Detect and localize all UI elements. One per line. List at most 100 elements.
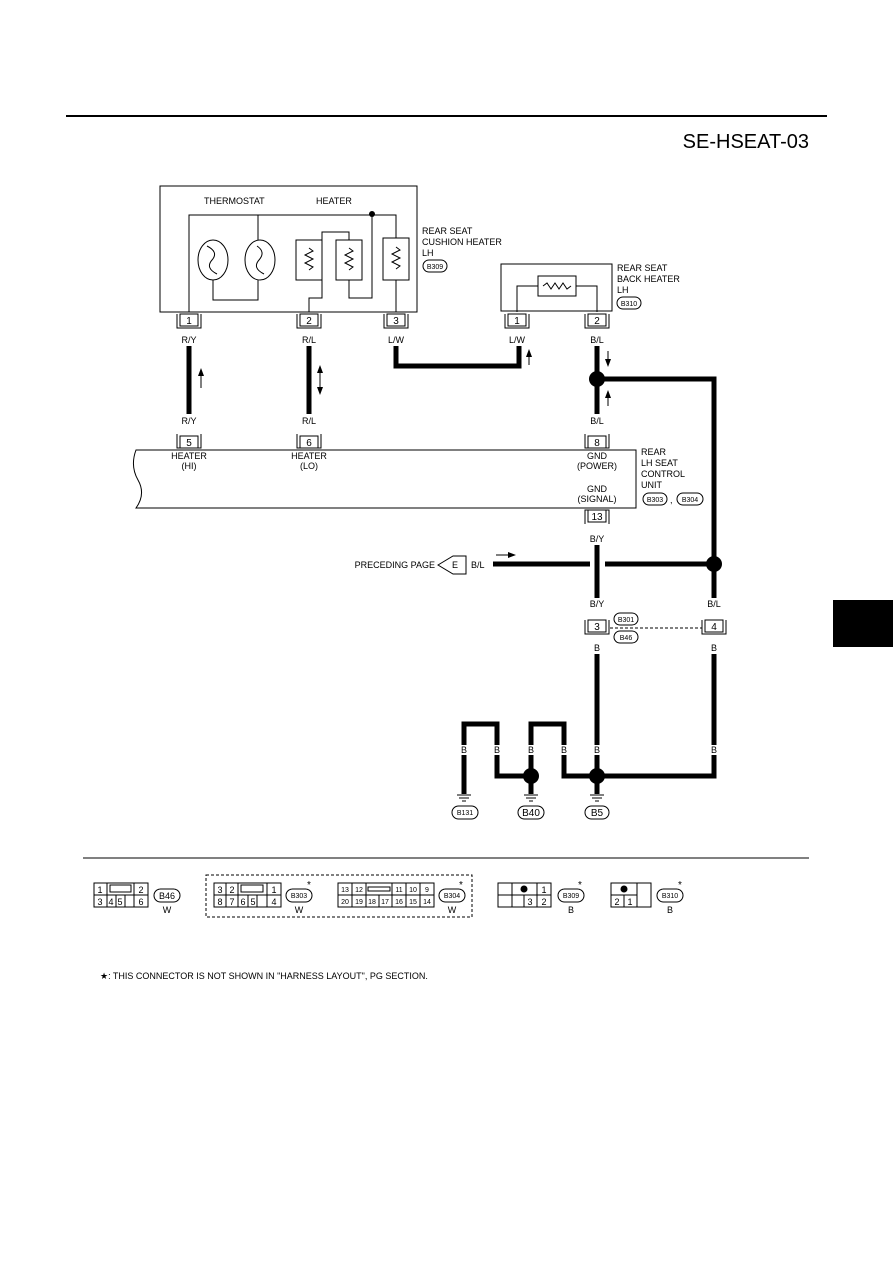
- connector-cell: 3: [97, 897, 102, 907]
- connector-cell: 20: [341, 899, 349, 906]
- connector-cell: 14: [423, 899, 431, 906]
- wire-color: B/L: [590, 416, 604, 426]
- control-unit-name: REAR: [641, 447, 667, 457]
- wire-color: B: [528, 745, 534, 755]
- connector-cell: 3: [527, 897, 532, 907]
- thermostat-label: THERMOSTAT: [204, 196, 265, 206]
- connector-cell: 8: [217, 897, 222, 907]
- wire-color: B: [461, 745, 467, 755]
- pin-label: 8: [594, 438, 600, 449]
- ground-symbol: [457, 794, 471, 802]
- connector-cell: 6: [138, 897, 143, 907]
- connector-separator: ,: [670, 495, 673, 505]
- ground-badge: [584, 805, 610, 820]
- middle-wires: PRECEDING PAGE E B/L B/Y B/L: [355, 545, 722, 609]
- wire-color: B/L: [707, 599, 721, 609]
- connector-cell: 18: [368, 899, 376, 906]
- thermostat-symbol: [197, 239, 229, 281]
- dashed-group: [205, 874, 473, 918]
- connector-badge-label: B301: [618, 617, 634, 624]
- terminal-label: (HI): [182, 461, 197, 471]
- ground-wires: B B B B B B B131 B40 B5: [451, 654, 717, 820]
- connector-cell: 5: [117, 897, 122, 907]
- terminal-label: (SIGNAL): [577, 494, 616, 504]
- upper-wires: R/Y R/L B/L: [181, 346, 717, 564]
- connector-view-color: B: [667, 905, 673, 915]
- wire-color: B: [594, 643, 600, 653]
- preceding-marker: E: [452, 560, 458, 570]
- connector-badge: [422, 259, 448, 273]
- connector-cell: 7: [229, 897, 234, 907]
- connector-badge-label: B310: [621, 301, 637, 308]
- connector-cell: 19: [355, 899, 363, 906]
- pin-label: 3: [594, 622, 600, 633]
- connector-view-name: B303: [291, 893, 307, 900]
- connector-view-color: W: [448, 905, 457, 915]
- connector-cell: 3: [217, 885, 222, 895]
- connector-cell: 5: [250, 897, 255, 907]
- ground-symbol: [590, 794, 604, 802]
- connector-view-b46: 1 2 3 4 5 6 B46 W: [93, 882, 181, 915]
- heater-element: [335, 239, 363, 281]
- pin-label: 13: [591, 512, 603, 523]
- section-tab: [833, 600, 893, 647]
- wire-color: B/L: [471, 560, 485, 570]
- terminal-label: GND: [587, 451, 608, 461]
- pin-label: 3: [393, 316, 399, 327]
- connector-cell: 16: [395, 899, 403, 906]
- terminal-label: (POWER): [577, 461, 617, 471]
- connector-badge: [642, 492, 668, 506]
- thermostat-symbol: [244, 239, 276, 281]
- connector-cell: 10: [409, 887, 417, 894]
- connector-cell: 17: [381, 899, 389, 906]
- wire-color: B/Y: [590, 534, 605, 544]
- heater-label: HEATER: [316, 196, 352, 206]
- connector-view-b303: 3 2 1 8 7 6 5 4 B303 * W: [213, 880, 313, 915]
- connector-cell: 4: [108, 897, 113, 907]
- connector-view-name: B304: [444, 893, 460, 900]
- pin-label: 2: [306, 316, 312, 327]
- connector-view-color: W: [163, 905, 172, 915]
- connector-cell: 1: [97, 885, 102, 895]
- cushion-heater-name-3: LH: [422, 248, 434, 258]
- page-title: SE-HSEAT-03: [683, 131, 809, 153]
- connector-cell: 2: [138, 885, 143, 895]
- connector-view-star: *: [678, 880, 682, 891]
- connector-view-name: B309: [563, 893, 579, 900]
- cushion-heater: THERMOSTAT HEATER REAR SEAT CUSHION HEAT…: [159, 185, 502, 313]
- connector-cell: 13: [341, 887, 349, 894]
- control-unit: 5 6 8 HEATER (HI) HEATER (LO) GND (POWER…: [132, 434, 704, 544]
- connector-view-star: *: [459, 880, 463, 891]
- connector-view-b309: 1 3 2 B309 * B: [497, 880, 585, 915]
- connector-badge: [616, 296, 642, 310]
- wire-color: B: [494, 745, 500, 755]
- wire-color: R/Y: [181, 335, 196, 345]
- connector-view-name: B310: [662, 893, 678, 900]
- connector-cell: 6: [240, 897, 245, 907]
- connector-view-star: *: [307, 880, 311, 891]
- terminal-label: HEATER: [291, 451, 327, 461]
- pin-label: 6: [306, 438, 312, 449]
- back-heater-name-2: BACK HEATER: [617, 274, 680, 284]
- wire-color: B: [711, 643, 717, 653]
- wire-color: B: [711, 745, 717, 755]
- ground-badge: [451, 805, 479, 820]
- pin-label: 1: [186, 316, 192, 327]
- wire-color: B/L: [590, 335, 604, 345]
- connector-badge: [676, 492, 704, 506]
- connector-badge-label: B304: [682, 497, 698, 504]
- connector-view-color: B: [568, 905, 574, 915]
- connector-cell: 1: [627, 897, 632, 907]
- junction-connector: 3 4 B301 B46 B B: [584, 612, 727, 653]
- footnote: ★: THIS CONNECTOR IS NOT SHOWN IN "HARNE…: [100, 971, 428, 981]
- connector-cell: 2: [614, 897, 619, 907]
- wire-color: B: [594, 745, 600, 755]
- cushion-heater-name-2: CUSHION HEATER: [422, 237, 502, 247]
- connector-badge: [613, 630, 639, 644]
- back-heater: REAR SEAT BACK HEATER LH B310 1 2 L/W B/…: [500, 263, 680, 345]
- terminal-label: GND: [587, 484, 608, 494]
- control-unit-name-4: UNIT: [641, 480, 662, 490]
- connector-badge-label: B309: [427, 264, 443, 271]
- connector-view-star: *: [578, 880, 582, 891]
